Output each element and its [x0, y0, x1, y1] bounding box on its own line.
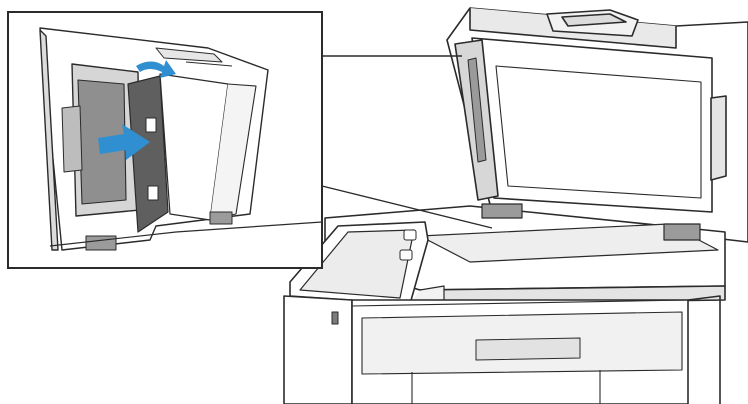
detail-callout — [7, 11, 323, 269]
callout-leader-lines — [321, 55, 493, 229]
document-feeder-lid — [446, 7, 748, 243]
arrow-icon-open-door — [136, 60, 176, 78]
printer-cabinet — [283, 295, 721, 404]
control-panel — [289, 221, 445, 305]
printer — [283, 7, 748, 404]
arrow-icon-pull-out — [98, 124, 150, 160]
